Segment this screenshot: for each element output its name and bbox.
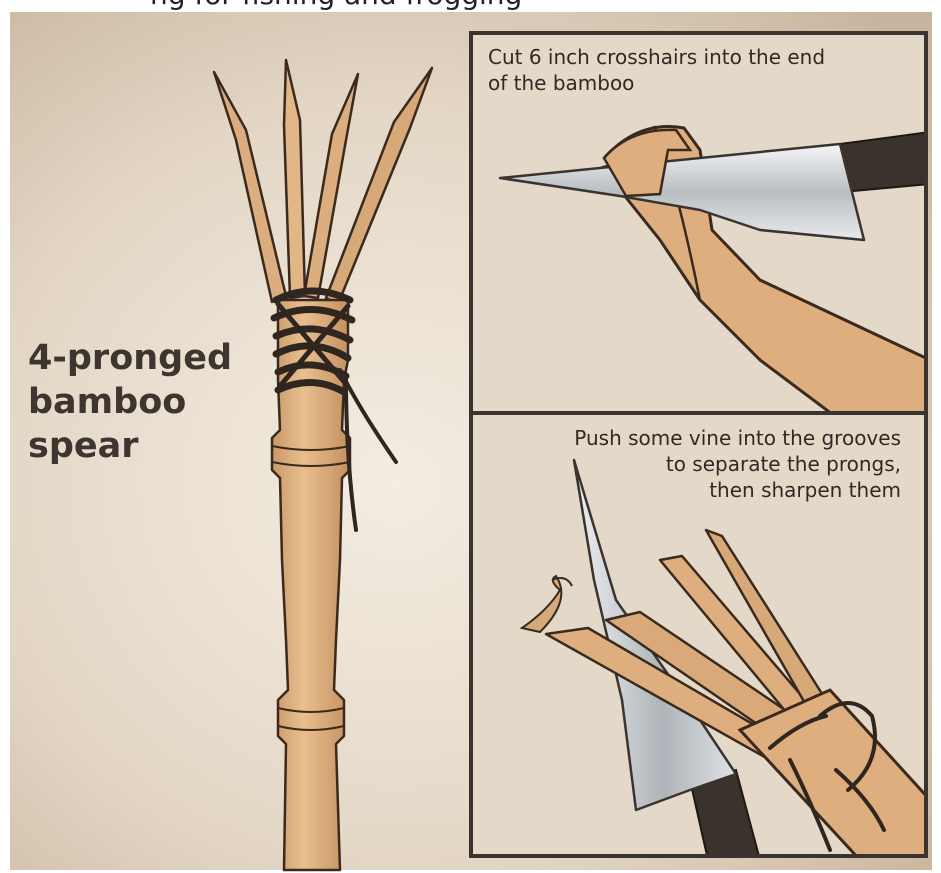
cutoff-header: ng for fishing and frogging — [0, 0, 941, 12]
panel-bottom-caption: Push some vine into the grooves to separ… — [574, 425, 901, 503]
main-title-line3: spear — [28, 424, 268, 468]
panel-bottom-caption-line2: to separate the prongs, — [574, 451, 901, 477]
panel-top-caption-line2: of the bamboo — [488, 70, 825, 96]
panel-top-caption: Cut 6 inch crosshairs into the end of th… — [488, 44, 825, 96]
panel-bottom-caption-line3: then sharpen them — [574, 477, 901, 503]
main-title-line2: bamboo — [28, 380, 268, 424]
panel-bottom-caption-line1: Push some vine into the grooves — [574, 425, 901, 451]
main-title-line1: 4-pronged — [28, 336, 268, 380]
cutoff-header-text: ng for fishing and frogging — [150, 0, 522, 11]
main-title: 4-pronged bamboo spear — [28, 336, 268, 468]
panel-top-caption-line1: Cut 6 inch crosshairs into the end — [488, 44, 825, 70]
